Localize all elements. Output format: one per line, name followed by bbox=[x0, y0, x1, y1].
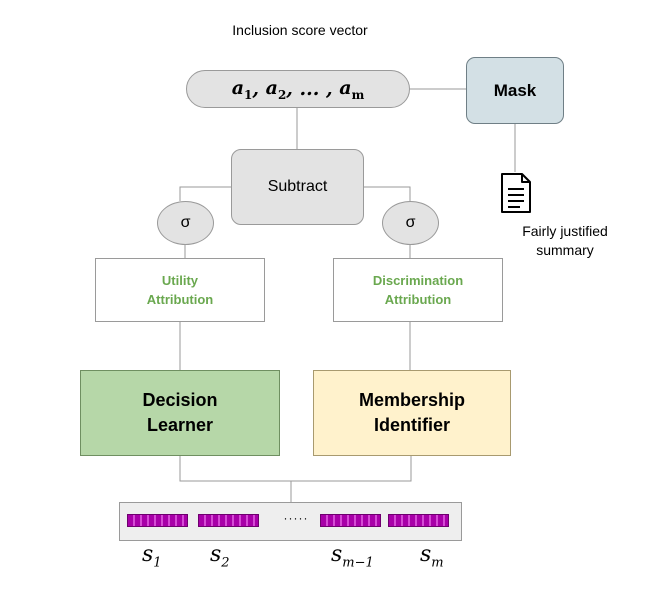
fairly-justified-summary-label: Fairly justified summary bbox=[510, 222, 620, 260]
membership-line-1: Membership bbox=[358, 390, 466, 410]
utility-line-2: Attribution bbox=[146, 292, 214, 307]
subtract-node: Subtract bbox=[231, 149, 364, 225]
mask-node: Mask bbox=[466, 57, 564, 124]
sigma-node-right: σ bbox=[382, 201, 439, 245]
mask-label: Mask bbox=[493, 80, 537, 100]
sigma-node-left: σ bbox=[157, 201, 214, 245]
membership-identifier-node: Membership Identifier bbox=[313, 370, 511, 456]
inclusion-score-label: Inclusion score vector bbox=[232, 22, 368, 38]
decision-line-1: Decision bbox=[142, 390, 218, 410]
discrimination-attribution-node: Discrimination Attribution bbox=[333, 258, 503, 322]
inclusion-score-vector: a1, a2, ... , am bbox=[186, 70, 410, 108]
membership-line-2: Identifier bbox=[373, 415, 450, 435]
sentence-embedding-bar bbox=[388, 514, 449, 527]
vector-term-2: a2 bbox=[265, 76, 287, 102]
utility-attribution-node: Utility Attribution bbox=[95, 258, 265, 322]
sentence-label: sm−1 bbox=[331, 542, 374, 571]
sentence-label: s1 bbox=[142, 542, 162, 571]
vector-term-1: a1 bbox=[231, 76, 253, 102]
sentence-embedding-bar bbox=[198, 514, 259, 527]
decision-learner-node: Decision Learner bbox=[80, 370, 280, 456]
summary-line-2: summary bbox=[536, 242, 594, 258]
summary-line-1: Fairly justified bbox=[522, 223, 608, 239]
sentence-embedding-bar bbox=[320, 514, 381, 527]
sentence-embedding-bar bbox=[127, 514, 188, 527]
sequence-ellipsis: ····· bbox=[283, 511, 309, 525]
sigma-right-label: σ bbox=[405, 214, 416, 231]
document-icon bbox=[500, 172, 532, 214]
decision-line-2: Learner bbox=[146, 415, 214, 435]
sentence-label: s2 bbox=[210, 542, 230, 571]
vector-ellipsis: ... bbox=[299, 78, 320, 100]
utility-line-1: Utility bbox=[161, 273, 199, 288]
subtract-label: Subtract bbox=[267, 178, 328, 195]
sentence-label: sm bbox=[420, 542, 444, 571]
vector-term-m: am bbox=[339, 76, 365, 102]
discrimination-line-1: Discrimination bbox=[372, 273, 464, 288]
discrimination-line-2: Attribution bbox=[384, 292, 452, 307]
sigma-left-label: σ bbox=[180, 214, 191, 231]
